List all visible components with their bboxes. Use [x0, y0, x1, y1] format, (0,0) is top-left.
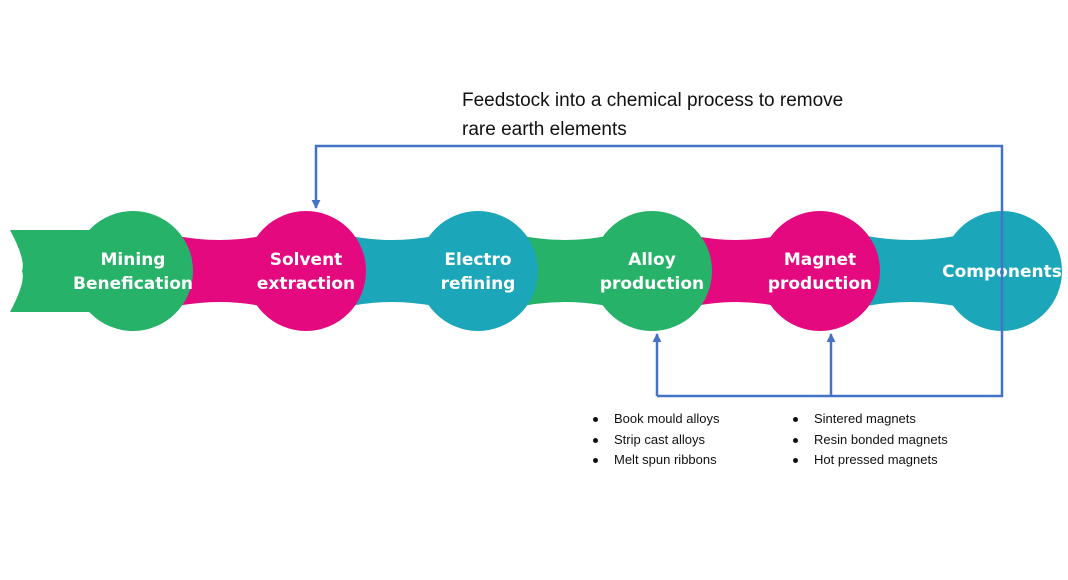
recycle-feedback-arrow	[311, 144, 1004, 331]
list-item: Resin bonded magnets	[788, 430, 948, 451]
stage-magnet-production	[760, 211, 880, 331]
stage-alloy-production	[592, 211, 712, 331]
stage-label-line: Magnet	[784, 250, 856, 270]
circle-layer	[73, 211, 1062, 331]
list-item: Book mould alloys	[588, 409, 720, 430]
stage-label-line: Mining	[101, 250, 166, 270]
stage-label-solvent-extraction: Solvent extraction	[257, 250, 355, 294]
stage-label-line: Electro	[444, 250, 511, 270]
stage-label-line: production	[768, 274, 872, 294]
arrow-layer	[311, 144, 1004, 398]
stage-label-line: Solvent	[270, 250, 343, 270]
feedstock-caption: Feedstock into a chemical process to rem…	[462, 86, 902, 144]
list-item: Melt spun ribbons	[588, 450, 720, 471]
stage-label-line: extraction	[257, 274, 355, 294]
stage-label-magnet-production: Magnet production	[768, 250, 872, 294]
alloy-types-list: Book mould alloys Strip cast alloys Melt…	[588, 409, 720, 471]
components-return-line	[657, 331, 1004, 398]
stage-label-electro-refining: Electro refining	[441, 250, 516, 294]
stage-mining-benefication	[73, 211, 193, 331]
stage-label-line: Alloy	[628, 250, 676, 270]
list-item: Strip cast alloys	[588, 430, 720, 451]
stage-label-line: production	[600, 274, 704, 294]
stage-label-line: refining	[441, 274, 516, 294]
magnet-types-list: Sintered magnets Resin bonded magnets Ho…	[788, 409, 948, 471]
stage-solvent-extraction	[246, 211, 366, 331]
stage-label-line: Benefication	[73, 274, 193, 294]
list-item: Sintered magnets	[788, 409, 948, 430]
caption-line-1: Feedstock into a chemical process to rem…	[462, 90, 844, 111]
stage-electro-refining	[418, 211, 538, 331]
list-item: Hot pressed magnets	[788, 450, 948, 471]
caption-line-2: rare earth elements	[462, 119, 627, 140]
stage-label-alloy-production: Alloy production	[600, 250, 704, 294]
